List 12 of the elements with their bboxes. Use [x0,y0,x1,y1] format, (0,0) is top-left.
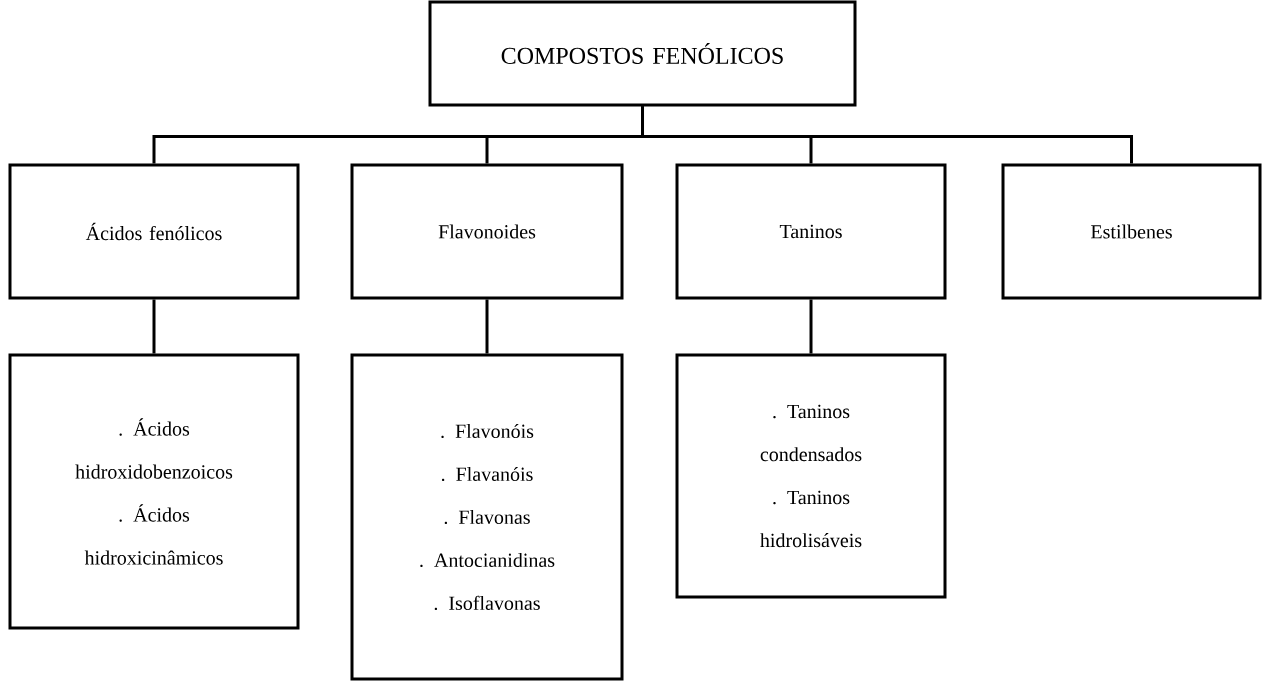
list-box: . Taninos condensados . Taninos hidrolisáveis [675,353,947,599]
list-box: . Ácidos hidroxidobenzoicos . Ácidos hidroxicinâmicos [8,353,300,630]
connector-line [152,299,156,354]
connector-line [485,299,489,354]
connector-line [641,106,1133,164]
root-box: COMPOSTOS FENÓLICOS [428,0,857,107]
category-box: Estilbenes [1001,163,1262,300]
category-box: Ácidos fenólicos [8,163,300,300]
connector-line [809,299,813,354]
category-box: Flavonoides [350,163,624,300]
list-box: . Flavonóis . Flavanóis . Flavonas . Antocianidinas . Isoflavonas [350,353,624,681]
category-box: Taninos [675,163,947,300]
